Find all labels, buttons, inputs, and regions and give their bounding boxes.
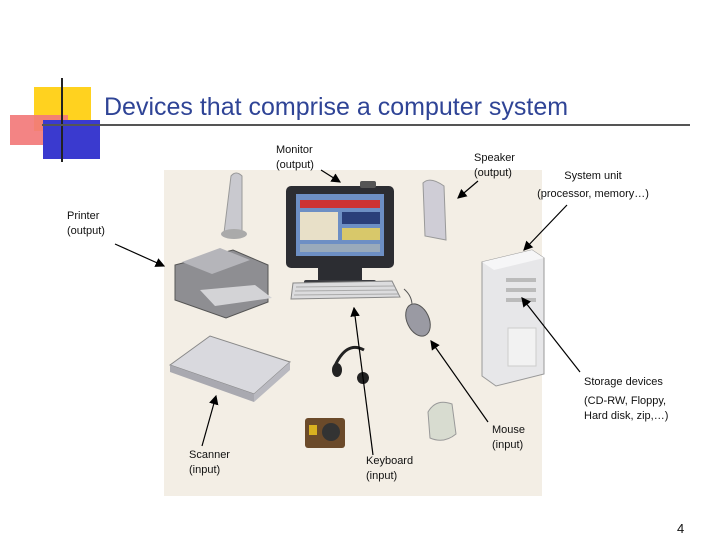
system-unit-image: [481, 249, 545, 387]
label-monitor-line2: (output): [276, 159, 314, 171]
label-speaker-line2: (output): [474, 167, 512, 179]
slide-title: Devices that comprise a computer system: [104, 93, 569, 121]
label-system-unit-line1: System unit: [564, 170, 622, 182]
label-mouse-line2: (input): [492, 439, 524, 451]
label-speaker: Speaker (output): [474, 151, 515, 181]
decor-vertical-line: [61, 78, 63, 162]
right-speaker-image: [422, 179, 447, 241]
keyboard-image: [290, 280, 401, 300]
arrow-speaker: [457, 180, 479, 199]
label-system-unit: System unit (processor, memory…): [531, 169, 655, 202]
label-scanner-line2: (input): [189, 464, 221, 476]
monitor-image: [286, 181, 394, 286]
arrow-storage: [521, 297, 581, 373]
zip-drive-image: [427, 401, 457, 441]
label-storage-devices: Storage devices (CD-RW, Floppy, Hard dis…: [584, 375, 668, 424]
label-storage-line3: Hard disk, zip,…): [584, 410, 669, 422]
label-mouse-line1: Mouse: [492, 424, 526, 436]
label-keyboard-line1: Keyboard: [366, 455, 414, 467]
label-monitor: Monitor (output): [276, 143, 314, 173]
label-mouse: Mouse (input): [492, 423, 525, 453]
scanner-image: [168, 335, 291, 402]
label-printer-line1: Printer: [67, 210, 100, 222]
arrow-system-unit: [523, 204, 568, 251]
decor-blue-square: [43, 120, 100, 159]
left-speaker-image: [221, 172, 247, 239]
label-keyboard: Keyboard (input): [366, 454, 413, 484]
printer-image: [174, 248, 272, 319]
arrow-monitor: [320, 169, 342, 183]
arrow-scanner: [201, 394, 219, 447]
label-keyboard-line2: (input): [366, 470, 398, 482]
label-storage-line2: (CD-RW, Floppy,: [584, 395, 667, 407]
label-scanner: Scanner (input): [189, 448, 230, 478]
label-monitor-line1: Monitor: [276, 144, 313, 156]
title-underline: [42, 124, 690, 126]
label-speaker-line1: Speaker: [474, 152, 515, 164]
arrow-mouse: [430, 340, 489, 423]
label-printer: Printer (output): [67, 209, 105, 239]
label-printer-line2: (output): [67, 225, 105, 237]
arrow-printer: [114, 243, 166, 267]
page-number: 4: [677, 521, 685, 536]
label-scanner-line1: Scanner: [189, 449, 230, 461]
camera-image: [305, 418, 345, 448]
headset-image: [332, 345, 369, 384]
label-storage-line1: Storage devices: [584, 376, 663, 388]
arrow-keyboard: [350, 306, 374, 456]
mouse-image: [403, 288, 431, 337]
label-system-unit-line2: (processor, memory…): [537, 188, 649, 200]
